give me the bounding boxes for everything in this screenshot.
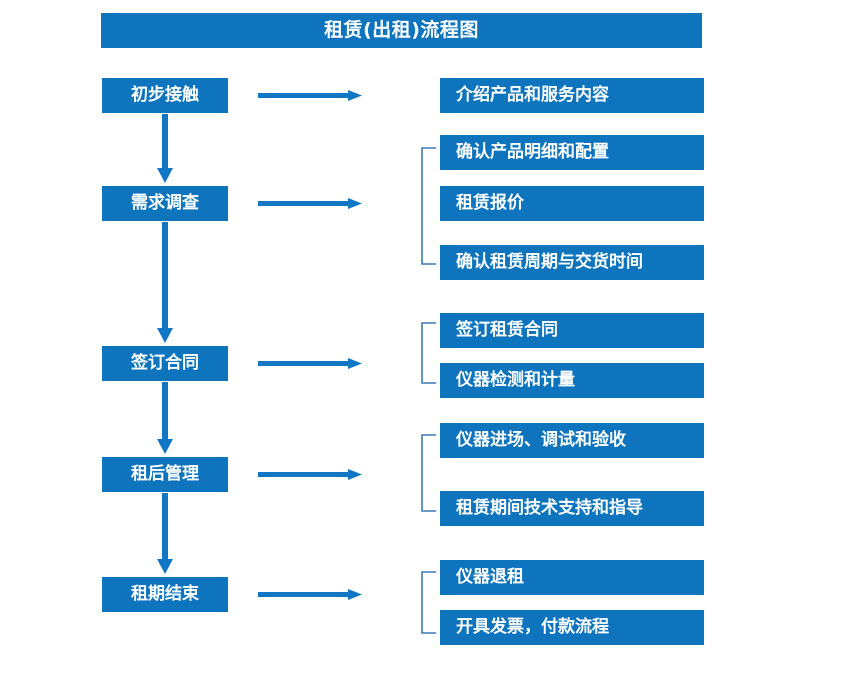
page-title: 租赁(出租)流程图	[324, 19, 479, 41]
detail-box-technical-support[interactable]: 租赁期间技术支持和指导	[440, 491, 704, 526]
detail-box-sign-lease-contract[interactable]: 签订租赁合同	[440, 313, 704, 348]
detail-label: 确认产品明细和配置	[456, 142, 609, 162]
stage-label: 租期结束	[131, 584, 199, 604]
arrow-down-stage3-to-stage4	[153, 382, 177, 455]
arrow-down-stage1-to-stage2	[153, 114, 177, 184]
detail-label: 签订租赁合同	[456, 320, 558, 340]
stage-box-demand-survey[interactable]: 需求调查	[102, 186, 228, 221]
stage-label: 需求调查	[131, 193, 199, 213]
stage-box-lease-end[interactable]: 租期结束	[102, 577, 228, 612]
bracket-group-demand-survey	[419, 147, 437, 265]
chart-title-bar: 租赁(出租)流程图	[101, 13, 702, 48]
arrow-right-stage2-to-details	[258, 193, 363, 215]
detail-box-introduce-products[interactable]: 介绍产品和服务内容	[440, 78, 704, 113]
stage-box-initial-contact[interactable]: 初步接触	[102, 78, 228, 113]
arrow-right-stage3-to-details	[258, 353, 363, 375]
detail-label: 仪器退租	[456, 567, 524, 587]
detail-box-instrument-inspection[interactable]: 仪器检测和计量	[440, 363, 704, 398]
bracket-group-post-lease	[419, 434, 437, 512]
detail-box-confirm-lease-period[interactable]: 确认租赁周期与交货时间	[440, 245, 704, 280]
arrow-down-stage4-to-stage5	[153, 493, 177, 575]
detail-label: 租赁报价	[456, 193, 524, 213]
arrow-down-stage2-to-stage3	[153, 222, 177, 344]
stage-box-post-lease-management[interactable]: 租后管理	[102, 457, 228, 492]
detail-label: 介绍产品和服务内容	[456, 85, 609, 105]
detail-label: 仪器检测和计量	[456, 370, 575, 390]
stage-label: 签订合同	[131, 353, 199, 373]
stage-box-sign-contract[interactable]: 签订合同	[102, 346, 228, 381]
detail-box-instrument-return[interactable]: 仪器退租	[440, 560, 704, 595]
detail-box-instrument-entry-commissioning[interactable]: 仪器进场、调试和验收	[440, 423, 704, 458]
detail-label: 开具发票，付款流程	[456, 617, 609, 637]
detail-box-confirm-product-details[interactable]: 确认产品明细和配置	[440, 135, 704, 170]
detail-label: 租赁期间技术支持和指导	[456, 498, 643, 518]
arrow-right-stage1-to-details	[258, 85, 363, 107]
arrow-right-stage4-to-details	[258, 464, 363, 486]
detail-box-invoice-payment[interactable]: 开具发票，付款流程	[440, 610, 704, 645]
stage-label: 租后管理	[131, 464, 199, 484]
bracket-group-sign-contract	[419, 322, 437, 384]
detail-label: 确认租赁周期与交货时间	[456, 252, 643, 272]
detail-label: 仪器进场、调试和验收	[456, 430, 626, 450]
arrow-right-stage5-to-details	[258, 584, 363, 606]
bracket-group-lease-end	[419, 571, 437, 634]
detail-box-lease-quotation[interactable]: 租赁报价	[440, 186, 704, 221]
stage-label: 初步接触	[131, 85, 199, 105]
